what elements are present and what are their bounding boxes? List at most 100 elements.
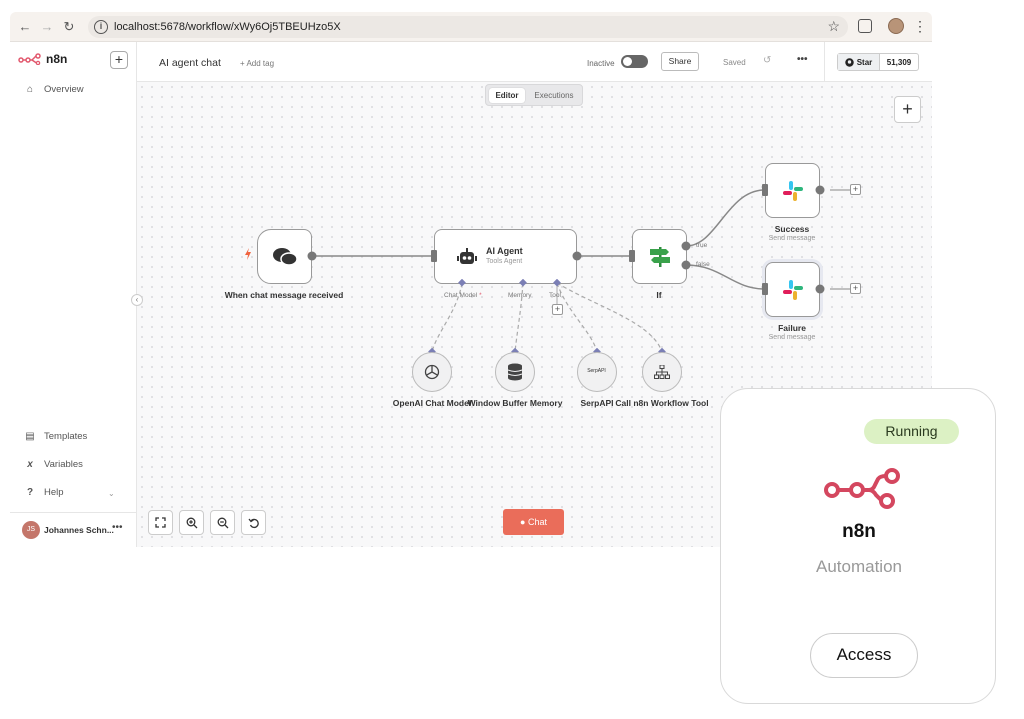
share-button[interactable]: Share — [661, 52, 699, 71]
true-output-port[interactable] — [681, 241, 691, 251]
input-port[interactable] — [762, 184, 768, 196]
history-icon[interactable]: ↺ — [763, 55, 772, 66]
zoom-in-button[interactable] — [179, 510, 204, 535]
n8n-logo[interactable]: n8n — [18, 52, 67, 66]
reload-icon[interactable]: ↻ — [63, 19, 75, 34]
openai-icon — [424, 364, 440, 380]
memory-port[interactable] — [519, 279, 527, 287]
workflow-header: AI agent chat + Add tag Inactive Share S… — [137, 42, 932, 82]
ai-agent-node[interactable]: AI Agent Tools Agent — [434, 229, 577, 284]
slack-icon — [783, 280, 803, 300]
chevron-down-icon[interactable]: ⌄ — [108, 489, 115, 498]
address-bar[interactable]: i localhost:5678/workflow/xWy6Oj5TBEUHzo… — [88, 16, 848, 38]
reset-zoom-button[interactable] — [241, 510, 266, 535]
activate-toggle[interactable] — [621, 55, 648, 68]
bookmark-star-icon[interactable]: ☆ — [827, 18, 840, 34]
user-name: Johannes Schn... — [44, 525, 114, 535]
open-chat-button[interactable]: ● Chat — [503, 509, 564, 535]
app-status-card: Running n8n Automation Access — [720, 388, 996, 704]
openai-label: OpenAI Chat Model — [392, 398, 472, 408]
mode-tabs: Editor Executions — [485, 84, 583, 106]
fit-view-button[interactable] — [148, 510, 173, 535]
serpapi-node[interactable]: SerpAPI — [577, 352, 617, 392]
connection-if-failure — [685, 264, 766, 290]
tab-executions[interactable]: Executions — [534, 91, 574, 100]
call-workflow-label: Call n8n Workflow Tool — [615, 398, 709, 408]
templates-icon: ▤ — [25, 431, 35, 442]
forward-icon[interactable]: → — [40, 19, 54, 34]
workflow-menu-icon[interactable]: ••• — [797, 54, 808, 65]
database-icon — [507, 363, 523, 381]
trigger-bolt-icon — [245, 248, 251, 260]
sidebar-item-overview[interactable]: ⌂ Overview — [24, 84, 84, 95]
sidebar-item-label: Templates — [44, 431, 88, 442]
collapse-sidebar-icon[interactable]: ‹ — [131, 294, 143, 306]
activation-status: Inactive — [587, 59, 615, 68]
ai-agent-sublabel: Tools Agent — [486, 258, 523, 265]
branch-label-false: false — [696, 261, 710, 268]
memory-label: Window Buffer Memory — [467, 398, 563, 408]
tool-port[interactable] — [553, 279, 561, 287]
output-port[interactable] — [815, 185, 825, 195]
more-options-icon[interactable]: ••• — [112, 522, 123, 533]
if-node[interactable] — [632, 229, 687, 284]
success-label: Success — [774, 224, 810, 234]
add-tool-button[interactable]: + — [552, 304, 563, 315]
input-port[interactable] — [762, 283, 768, 295]
sidebar: n8n + ⌂ Overview ▤ Templates x Variables… — [10, 42, 137, 547]
add-after-failure-button[interactable]: + — [850, 283, 861, 294]
sidebar-item-label: Variables — [44, 459, 83, 470]
browser-menu-icon[interactable]: ⋮ — [913, 18, 927, 34]
back-icon[interactable]: ← — [18, 19, 32, 34]
ai-agent-label: AI Agent — [486, 246, 523, 256]
output-port[interactable] — [815, 284, 825, 294]
port-label-tool: Tool — [549, 292, 561, 299]
browser-window: ← → ↻ i localhost:5678/workflow/xWy6Oj5T… — [10, 12, 932, 547]
output-port[interactable] — [572, 251, 582, 261]
toggle-knob — [623, 57, 632, 66]
user-menu[interactable]: JS Johannes Schn... ••• — [10, 512, 137, 547]
input-port[interactable] — [629, 250, 635, 262]
n8n-logo-icon — [18, 53, 41, 65]
sidebar-item-help[interactable]: ? Help — [24, 487, 64, 498]
success-slack-node[interactable] — [765, 163, 820, 218]
chat-trigger-node[interactable] — [257, 229, 312, 284]
input-port[interactable] — [431, 250, 437, 262]
add-workflow-button[interactable]: + — [110, 51, 128, 69]
undo-icon — [247, 518, 259, 528]
openai-chat-model-node[interactable] — [412, 352, 452, 392]
n8n-brand-logo-icon — [824, 468, 900, 509]
tab-editor[interactable]: Editor — [489, 88, 525, 103]
github-star-label: Star — [856, 57, 873, 67]
app-category: Automation — [816, 557, 902, 576]
call-workflow-tool-node[interactable] — [642, 352, 682, 392]
logo-text: n8n — [46, 52, 68, 66]
profile-avatar[interactable] — [888, 18, 904, 34]
required-mark: * — [479, 292, 482, 299]
github-star-button[interactable]: Star 51,309 — [837, 53, 919, 71]
workflow-name[interactable]: AI agent chat — [159, 57, 221, 69]
access-button[interactable]: Access — [810, 633, 918, 678]
output-port[interactable] — [307, 251, 317, 261]
extensions-icon[interactable] — [858, 19, 872, 33]
window-buffer-memory-node[interactable] — [495, 352, 535, 392]
serpapi-icon: SerpAPI — [587, 368, 606, 374]
serpapi-label: SerpAPI — [580, 398, 614, 408]
github-star-count: 51,309 — [886, 57, 912, 67]
url-text: localhost:5678/workflow/xWy6Oj5TBEUHzo5X — [114, 21, 341, 33]
false-output-port[interactable] — [681, 260, 691, 270]
site-info-icon[interactable]: i — [94, 20, 108, 34]
sidebar-item-templates[interactable]: ▤ Templates — [24, 431, 87, 442]
failure-slack-node[interactable] — [765, 262, 820, 317]
sidebar-item-variables[interactable]: x Variables — [24, 459, 83, 470]
port-label-chat-model: Chat Model * — [444, 292, 482, 299]
add-node-button[interactable]: + — [894, 96, 921, 123]
add-after-success-button[interactable]: + — [850, 184, 861, 195]
chat-model-port[interactable] — [458, 279, 466, 287]
zoom-out-button[interactable] — [210, 510, 235, 535]
branch-label-true: true — [696, 242, 708, 249]
add-tag-link[interactable]: + Add tag — [240, 59, 275, 68]
sidebar-item-label: Help — [44, 487, 64, 498]
fullscreen-icon — [155, 517, 166, 528]
